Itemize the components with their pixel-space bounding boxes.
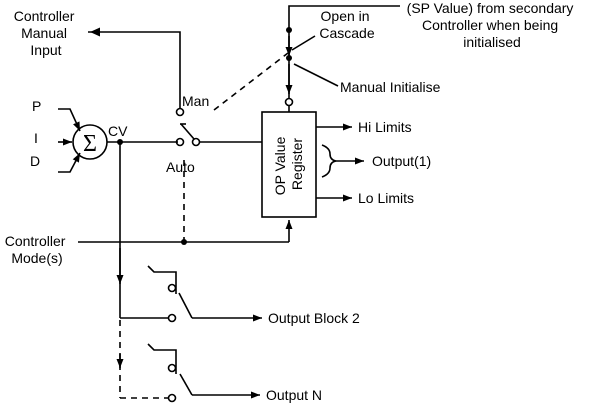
sigma-label: Σ: [83, 131, 97, 157]
d-input-line: [58, 152, 81, 173]
open-in-cascade-leader: [291, 35, 316, 51]
open-in-cascade-label: Open in Cascade: [319, 8, 374, 41]
lo-limits-label: Lo Limits: [358, 190, 414, 206]
blockn-contact-b: [167, 363, 177, 373]
output-n-label: Output N: [266, 387, 322, 403]
blockn-contact-a: [167, 393, 177, 403]
switch-contact-man: [175, 107, 185, 117]
controller-manual-input-label: Controller Manual Input: [14, 8, 79, 58]
block2-contact-a: [167, 313, 177, 323]
man-label: Man: [182, 93, 209, 109]
i-label: I: [34, 130, 38, 146]
register-label: OP Value Register: [272, 133, 305, 196]
initialise-junction-dot: [286, 55, 292, 61]
register-label-group: OP Value Register: [272, 133, 305, 196]
blockn-mode-hook: [147, 343, 177, 374]
p-label: P: [32, 98, 41, 114]
manual-initialise-leader: [293, 63, 339, 87]
output-1-brace: [321, 144, 337, 178]
switch-contact-auto: [175, 137, 185, 147]
manual-input-arrowhead: [90, 27, 100, 37]
output-1-label: Output(1): [372, 153, 431, 169]
mode-link-dashed-diagonal: [213, 52, 289, 111]
initialise-contact: [284, 97, 294, 107]
hi-limits-label: Hi Limits: [358, 119, 412, 135]
manual-initialise-label: Manual Initialise: [340, 79, 441, 95]
cascade-junction-dot: [286, 27, 292, 33]
sp-value-note-label: (SP Value) from secondary Controller whe…: [407, 0, 578, 50]
mode-junction-dot: [181, 239, 187, 245]
d-label: D: [30, 153, 40, 169]
switch-common-contact: [191, 137, 201, 147]
block2-blade: [178, 292, 193, 319]
cv-label: CV: [108, 123, 128, 139]
controller-modes-label: Controller Mode(s): [5, 233, 70, 266]
auto-label: Auto: [166, 159, 195, 175]
p-input-line: [58, 108, 81, 132]
blockn-blade: [179, 373, 193, 396]
op-value-register: [261, 111, 317, 218]
output-block-2-label: Output Block 2: [268, 310, 360, 326]
manual-input-line: [88, 31, 181, 108]
block2-mode-hook: [147, 265, 177, 294]
cv-junction-dot: [117, 139, 123, 145]
switch-blade: [180, 123, 195, 140]
block2-contact-b: [167, 283, 177, 293]
